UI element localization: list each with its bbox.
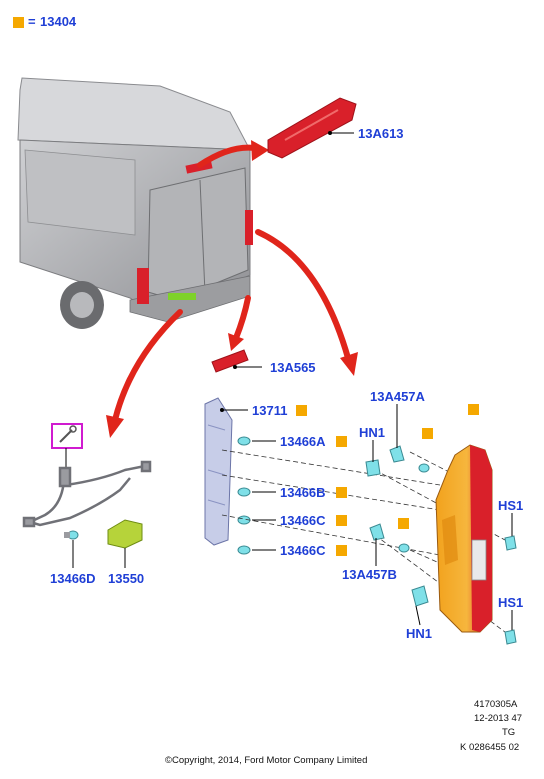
marker-13A457A [422,428,433,439]
plate-lamp-wiring-harness[interactable] [22,460,152,528]
callout-arrows [112,144,351,423]
van-tail-lamp-left [137,268,149,304]
arrow-to-plate-lamp [233,295,251,341]
copyright-notice: ©Copyright, 2014, Ford Motor Company Lim… [165,755,368,766]
label-13A613[interactable]: 13A613 [358,126,404,141]
bulb-socket-13A457A[interactable] [389,445,430,473]
bulb-13466A[interactable] [237,436,251,446]
label-13466D[interactable]: 13466D [50,571,96,586]
arrowhead-plate-lamp-wiring [106,415,124,438]
marker-13466C-upper [336,515,347,526]
marker-13466B [336,487,347,498]
label-HS1-upper[interactable]: HS1 [498,498,524,513]
marker-tail-lamp [468,404,479,415]
tail-lamp-housing[interactable] [204,397,233,546]
wiring-hint-frame [51,423,83,449]
tag-code: TG [502,727,516,738]
bulb-socket-13A457B[interactable] [369,523,410,553]
high-mount-stop-lamp[interactable] [267,97,357,159]
arrowhead-high-mount-lamp [251,140,269,161]
label-HS1-lower[interactable]: HS1 [498,595,524,610]
plate-lamp-connector[interactable] [107,519,143,549]
license-plate-lamp-lens[interactable] [211,349,249,373]
legend-equals: = [28,14,36,29]
arrow-to-high-mount-lamp [197,144,258,168]
van-plate-lamp [168,293,196,300]
legend-part-number[interactable]: 13404 [40,14,77,29]
label-13550[interactable]: 13550 [108,571,145,586]
label-13A565[interactable]: 13A565 [270,360,316,375]
label-13711[interactable]: 13711 [252,403,288,418]
reference-number: K 0286455 02 [460,742,520,753]
rear-tail-lamp-assembly[interactable] [435,444,493,633]
label-HN1-lower[interactable]: HN1 [406,626,433,641]
arrowhead-plate-lamp [228,333,244,351]
label-13466A[interactable]: 13466A [280,434,326,449]
van-illustration [17,77,253,329]
marker-13466A [336,436,347,447]
nut-HN1-upper[interactable] [365,459,381,477]
arrow-to-tail-lamp [255,229,351,361]
label-13466B[interactable]: 13466B [280,485,326,500]
label-13A457A[interactable]: 13A457A [370,389,425,404]
marker-13466C-lower [336,545,347,556]
wrench-icon [59,425,77,443]
label-13466C-lower[interactable]: 13466C [280,543,326,558]
screw-HS1-lower[interactable] [504,629,517,645]
nut-HN1-lower[interactable] [411,585,429,607]
bulb-13466B[interactable] [237,487,251,497]
date-code: 12-2013 47 [474,713,523,724]
van-tail-lamp-right [245,210,253,245]
label-13466C-upper[interactable]: 13466C [280,513,326,528]
label-13A457B[interactable]: 13A457B [342,567,397,582]
marker-13711 [296,405,307,416]
legend-marker [13,17,24,28]
screw-HS1-upper[interactable] [504,535,517,551]
drawing-number: 4170305A [474,699,518,710]
arrowhead-tail-lamp [340,352,358,376]
arrow-to-plate-lamp-wiring [112,309,183,423]
plate-lamp-bulb[interactable] [64,530,79,540]
bulb-13466C-lower[interactable] [237,545,251,555]
label-HN1-upper[interactable]: HN1 [359,425,386,440]
marker-13A457B [398,518,409,529]
